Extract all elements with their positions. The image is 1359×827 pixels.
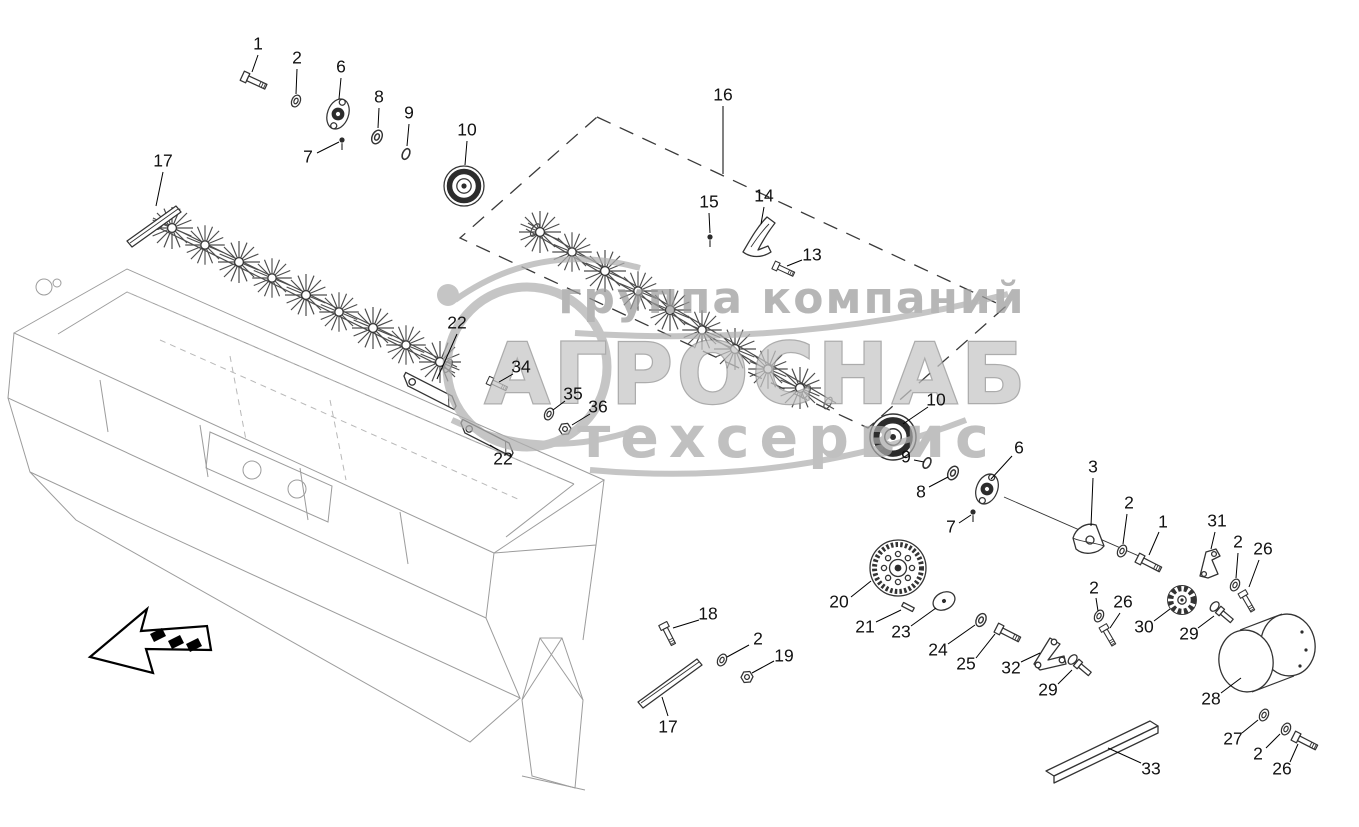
leader-line-13 xyxy=(786,259,803,267)
leader-line-29 xyxy=(1057,669,1073,685)
part-nut-19 xyxy=(738,668,756,686)
leader-line-22 xyxy=(436,333,458,380)
leader-line-2 xyxy=(1265,733,1281,749)
leader-line-8 xyxy=(377,107,380,129)
part-drum-28 xyxy=(1218,613,1316,693)
watermark-line-3: техсервис xyxy=(577,405,999,471)
leader-line-19 xyxy=(751,660,775,674)
leader-line-2 xyxy=(1235,552,1239,579)
part-ring-9-left xyxy=(399,146,413,162)
part-washer-2-mid xyxy=(1091,607,1107,625)
leader-line-25 xyxy=(975,633,996,659)
leader-line-2 xyxy=(1122,513,1128,545)
part-washer-2-upper-right xyxy=(1227,576,1243,594)
leader-line-20 xyxy=(850,580,872,598)
leader-line-22 xyxy=(489,444,499,451)
leader-line-34 xyxy=(498,373,514,383)
leader-line-2 xyxy=(726,644,750,658)
part-screw-29-left xyxy=(1067,654,1094,678)
part-bracket-3 xyxy=(1072,523,1105,554)
leader-line-2 xyxy=(295,68,298,95)
part-plate-17-top xyxy=(126,205,182,248)
watermark-line-1: группа компаний xyxy=(558,273,1025,324)
part-pin-7-right xyxy=(969,508,977,523)
leader-line-14 xyxy=(760,206,765,225)
leader-line-7 xyxy=(958,514,972,524)
roller-1 xyxy=(150,206,462,384)
part-washer-2-bottom xyxy=(1278,720,1294,738)
part-screw-29-right xyxy=(1209,601,1236,625)
leader-line-18 xyxy=(672,619,700,629)
leader-line-26 xyxy=(1109,612,1121,629)
part-bolt-26-bottom xyxy=(1290,730,1320,753)
part-crank-32 xyxy=(1033,637,1067,671)
leader-line-2 xyxy=(1095,597,1099,612)
leader-line-31 xyxy=(1210,531,1216,550)
leader-line-10 xyxy=(464,140,468,166)
dashed-region-16 xyxy=(458,116,1007,429)
leader-line-9 xyxy=(913,459,925,463)
direction-arrow-icon xyxy=(87,605,213,675)
leader-line-8 xyxy=(928,476,949,488)
part-pin-15 xyxy=(706,233,714,248)
leader-line-26 xyxy=(1248,559,1260,588)
part-lever-31 xyxy=(1199,548,1221,579)
hidden-lines xyxy=(126,291,561,501)
leader-line-26 xyxy=(1289,743,1299,763)
watermark: группа компаний АГРОСНАБ техсервис xyxy=(437,256,1030,477)
part-bolt-26-mid xyxy=(1098,623,1119,648)
leader-line-36 xyxy=(571,413,591,426)
leader-line-6 xyxy=(990,455,1013,480)
leader-line-24 xyxy=(947,624,976,645)
leader-line-17 xyxy=(155,171,164,207)
leader-line-15 xyxy=(708,212,711,234)
part-washer-2-left xyxy=(288,92,304,110)
leader-line-23 xyxy=(910,607,937,627)
leader-line-21 xyxy=(875,609,902,623)
part-washer-24 xyxy=(973,611,989,629)
part-pulley-10-left xyxy=(444,166,484,206)
part-bearing-6-right xyxy=(970,470,1004,508)
leader-line-10 xyxy=(902,406,929,425)
leader-line-1 xyxy=(1148,531,1160,556)
leader-line-28 xyxy=(1220,677,1242,694)
part-bolt-18 xyxy=(658,620,678,648)
part-plate-17-bottom xyxy=(637,658,703,709)
leader-line-17 xyxy=(661,696,669,717)
parts-layer xyxy=(126,70,1320,784)
leader-line-6 xyxy=(338,77,342,100)
leader-line-9 xyxy=(406,123,410,147)
watermark-line-2: АГРОСНАБ xyxy=(485,325,1030,423)
part-disc-23 xyxy=(932,591,956,611)
part-sprocket-30 xyxy=(1167,585,1197,615)
part-bearing-6-left xyxy=(322,95,354,133)
part-pin-7-left xyxy=(338,136,346,151)
part-key-21 xyxy=(901,601,915,613)
machine-body xyxy=(7,268,606,791)
leader-line-33 xyxy=(1107,747,1142,764)
part-washer-2-right xyxy=(1114,542,1130,560)
part-bolt-1-left xyxy=(239,70,269,92)
part-deflector-14 xyxy=(742,216,776,258)
leader-line-29 xyxy=(1197,615,1215,629)
part-bolt-25 xyxy=(993,622,1023,645)
watermark-globe-icon xyxy=(442,282,612,452)
leader-line-7 xyxy=(316,141,340,154)
part-strip-33 xyxy=(1045,720,1159,784)
leader-line-3 xyxy=(1090,477,1094,527)
leader-lines xyxy=(155,54,1299,764)
part-washer-27 xyxy=(1256,706,1272,724)
part-washer-2-lower xyxy=(714,651,730,669)
part-pulley-20 xyxy=(869,539,927,597)
part-bolt-1-right xyxy=(1134,552,1164,575)
leader-line-30 xyxy=(1153,608,1171,622)
part-washer-8-left xyxy=(368,127,386,147)
leader-line-35 xyxy=(552,400,566,411)
leader-line-32 xyxy=(1020,652,1041,663)
part-bolt-26-upper-right xyxy=(1237,589,1258,614)
leader-line-1 xyxy=(251,54,259,73)
leader-line-27 xyxy=(1241,719,1259,734)
